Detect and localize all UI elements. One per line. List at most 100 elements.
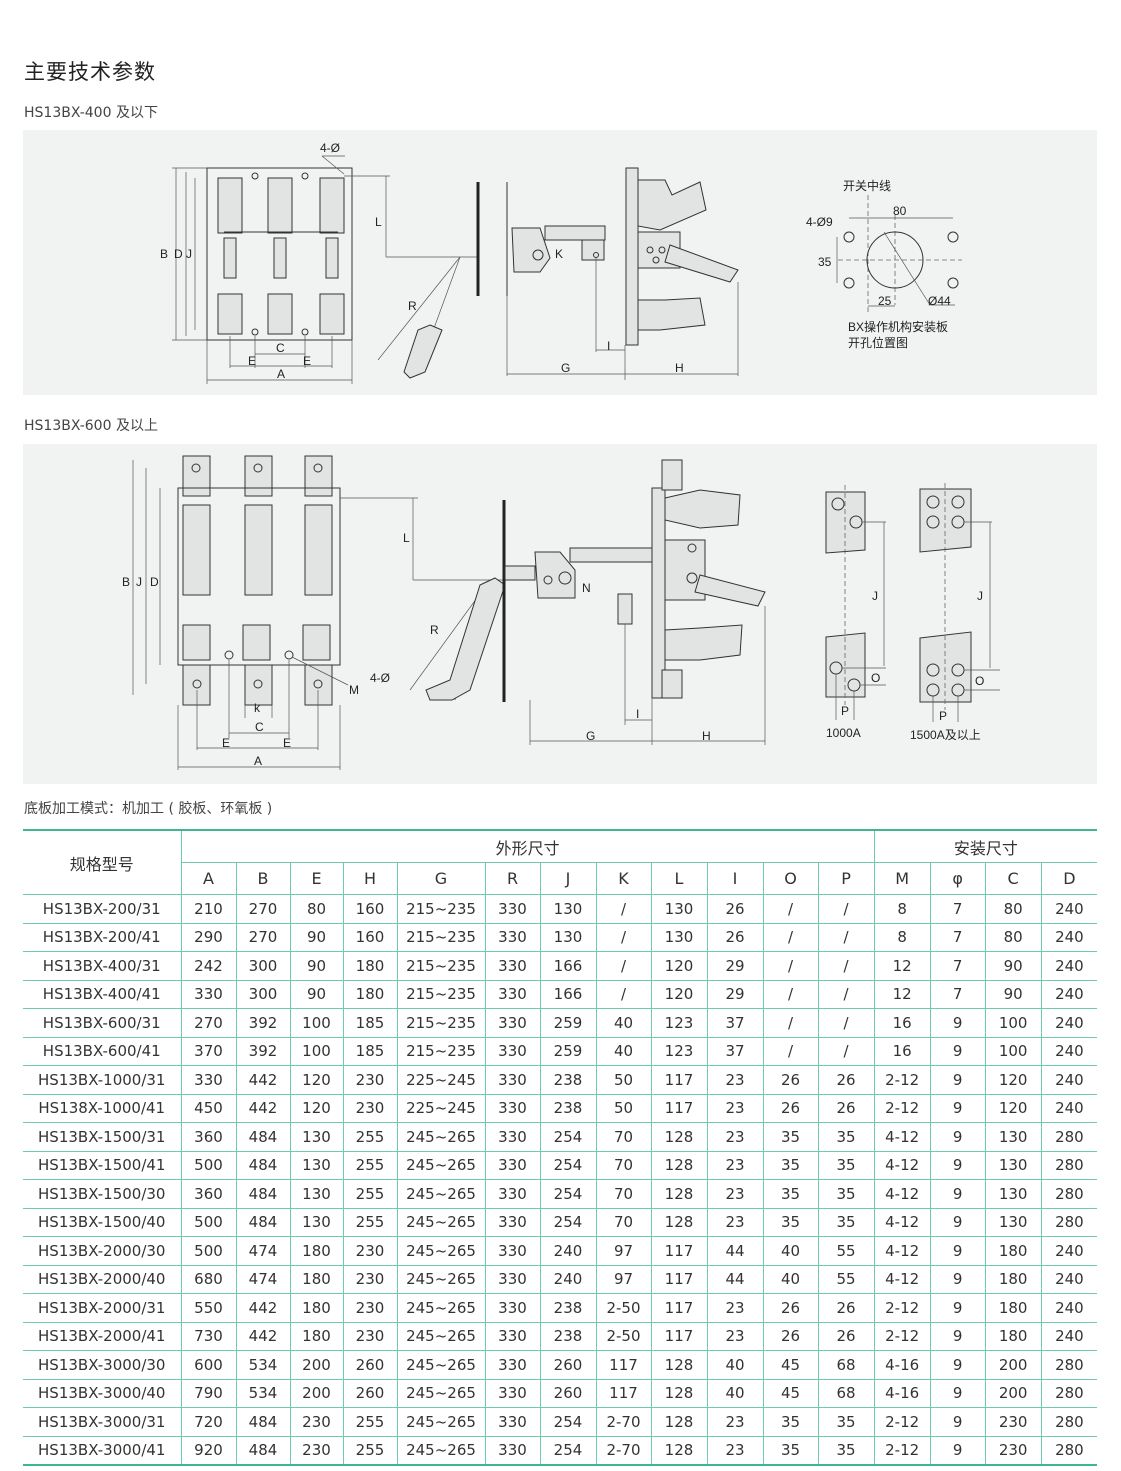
terminal-detail-1500a-and-above: J O P 1500A及以上: [910, 483, 1000, 742]
cell-L: 128: [650, 1150, 708, 1180]
dim-e-left: E: [222, 736, 230, 750]
cell-P: 35: [817, 1122, 875, 1152]
dim-d: D: [174, 247, 183, 261]
cell-P: /: [817, 894, 875, 924]
cell-model: HS13BX-3000/31: [23, 1407, 182, 1437]
cell-M: 2-12: [873, 1321, 931, 1351]
cell-D: 280: [1040, 1150, 1098, 1180]
cell-E: 200: [289, 1350, 344, 1380]
cell-model: HS13BX-400/41: [23, 979, 182, 1009]
header-group-install: 安装尺寸: [873, 829, 1098, 863]
cell-H: 160: [342, 894, 398, 924]
cell-M: 4-12: [873, 1207, 931, 1237]
cell-M: 2-12: [873, 1407, 931, 1437]
cell-A: 720: [180, 1407, 237, 1437]
cell-O: 26: [762, 1065, 819, 1095]
cell-H: 255: [342, 1150, 398, 1180]
cell-O: 35: [762, 1179, 819, 1209]
cell-φ: 9: [929, 1122, 986, 1152]
cell-model: HS13BX-1500/40: [23, 1207, 182, 1237]
cell-H: 255: [342, 1407, 398, 1437]
dim-o-1500a: O: [975, 674, 984, 688]
cell-model: HS13BX-1000/31: [23, 1065, 182, 1095]
cell-R: 330: [484, 922, 541, 952]
operating-handle: R: [377, 256, 461, 379]
dim-k-small: k: [254, 701, 261, 715]
dim-h: H: [675, 361, 684, 375]
cell-R: 330: [484, 1036, 541, 1066]
cell-A: 210: [180, 894, 237, 924]
cell-M: 2-12: [873, 1065, 931, 1095]
cell-B: 392: [235, 1008, 291, 1038]
cell-L: 117: [650, 1321, 708, 1351]
cell-B: 534: [235, 1350, 291, 1380]
cell-D: 280: [1040, 1207, 1098, 1237]
cell-L: 120: [650, 979, 708, 1009]
cell-K: 2-70: [595, 1435, 652, 1466]
cell-φ: 7: [929, 894, 986, 924]
cell-model: HS13BX-2000/41: [23, 1321, 182, 1351]
cell-H: 255: [342, 1179, 398, 1209]
column-header-9: I: [706, 862, 764, 895]
cell-G: 245~265: [396, 1179, 486, 1209]
cell-D: 280: [1040, 1378, 1098, 1408]
cell-P: 35: [817, 1179, 875, 1209]
drawing-panel-600-and-above: B J D L k C E E A M R 4-Ø N: [23, 444, 1097, 784]
cell-O: /: [762, 979, 819, 1009]
cell-R: 330: [484, 979, 541, 1009]
cell-A: 920: [180, 1435, 237, 1466]
cell-H: 230: [342, 1093, 398, 1123]
cell-R: 330: [484, 1008, 541, 1038]
cell-B: 484: [235, 1435, 291, 1466]
cell-A: 330: [180, 1065, 237, 1095]
dim-e-left: E: [248, 354, 256, 368]
cell-R: 330: [484, 1093, 541, 1123]
cell-L: 117: [650, 1065, 708, 1095]
technical-drawing-400: B D J C E E A 4-Ø L R K: [160, 141, 962, 384]
dim-mount-holes: 4-Ø: [320, 141, 340, 155]
dim-a: A: [254, 754, 262, 768]
cell-C: 100: [984, 1008, 1042, 1038]
cell-model: HS13BX-1500/31: [23, 1122, 182, 1152]
cell-G: 225~245: [396, 1093, 486, 1123]
cell-J: 254: [539, 1407, 597, 1437]
cell-L: 128: [650, 1435, 708, 1466]
cell-O: /: [762, 1008, 819, 1038]
mounting-plate-hole-pattern: 开关中线 80 4-Ø9 35 25 Ø44 BX操作机构安装板 开孔位置图: [806, 178, 962, 350]
cell-model: HS13BX-600/41: [23, 1036, 182, 1066]
cell-D: 240: [1040, 1236, 1098, 1266]
cell-L: 128: [650, 1207, 708, 1237]
cell-model: HS13BX-1500/41: [23, 1150, 182, 1180]
cell-D: 280: [1040, 1435, 1098, 1466]
cell-C: 130: [984, 1150, 1042, 1180]
cell-D: 280: [1040, 1122, 1098, 1152]
dim-o-1000a: O: [871, 671, 880, 685]
cell-C: 90: [984, 951, 1042, 981]
dim-r: R: [430, 623, 439, 637]
cell-E: 130: [289, 1179, 344, 1209]
cell-K: 70: [595, 1179, 652, 1209]
cell-A: 550: [180, 1293, 237, 1323]
cell-A: 790: [180, 1378, 237, 1408]
cell-C: 90: [984, 979, 1042, 1009]
dim-m: M: [349, 683, 359, 697]
cell-A: 270: [180, 1008, 237, 1038]
cell-B: 392: [235, 1036, 291, 1066]
cell-C: 230: [984, 1407, 1042, 1437]
cell-H: 160: [342, 922, 398, 952]
column-header-11: P: [817, 862, 875, 895]
cell-J: 260: [539, 1350, 597, 1380]
dim-i: I: [636, 707, 639, 721]
column-header-6: J: [539, 862, 597, 895]
cell-L: 117: [650, 1093, 708, 1123]
cell-model: HS13BX-2000/40: [23, 1264, 182, 1294]
cell-I: 29: [706, 979, 764, 1009]
cell-E: 90: [289, 951, 344, 981]
header-group-outline: 外形尺寸: [180, 829, 875, 863]
cell-G: 245~265: [396, 1264, 486, 1294]
cell-C: 180: [984, 1236, 1042, 1266]
dim-k: K: [555, 247, 563, 261]
